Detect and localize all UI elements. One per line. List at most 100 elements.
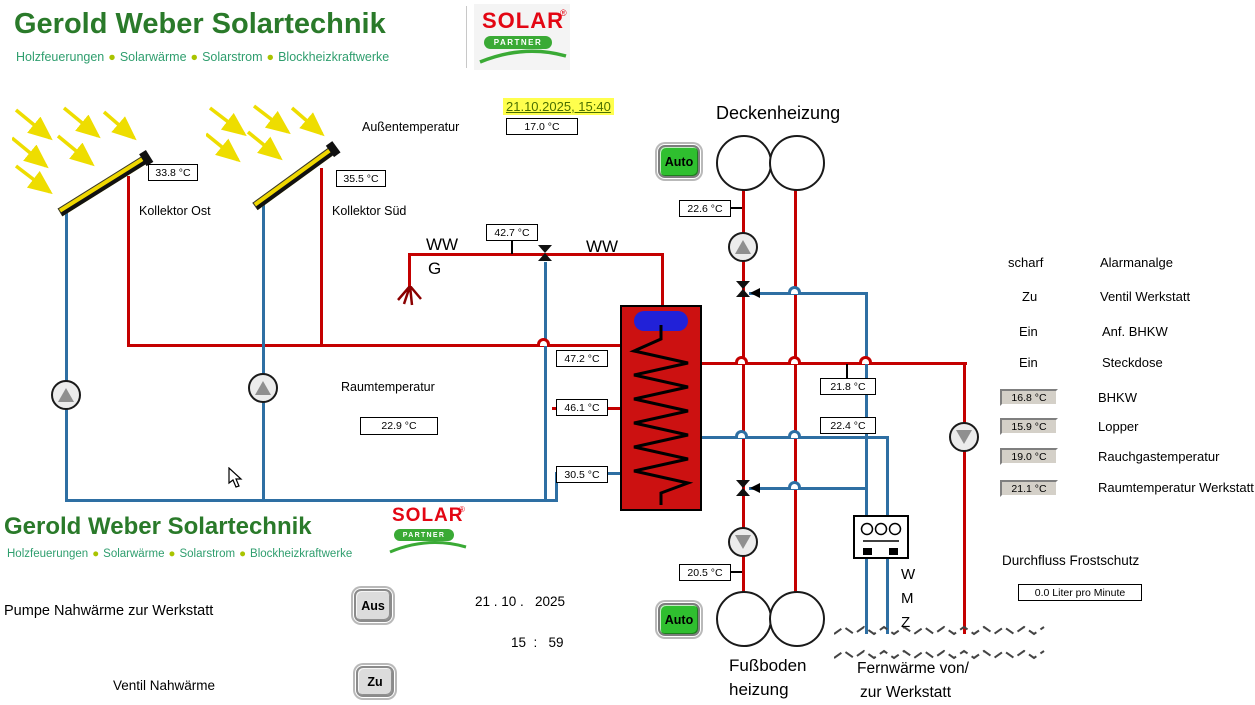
solar-partner-logo-word: SOLAR bbox=[392, 505, 464, 526]
pipe-crossover bbox=[788, 481, 801, 489]
ventil-nahwaerme-state-button[interactable]: Zu bbox=[356, 666, 394, 697]
pipe-cold bbox=[865, 292, 868, 634]
subtitle-item: Holzfeuerungen bbox=[7, 548, 89, 560]
sensor-stem bbox=[731, 571, 742, 573]
fernwaerme-pump-icon[interactable] bbox=[949, 422, 979, 452]
collector-ost-label: Kollektor Ost bbox=[139, 204, 211, 218]
buffer-tank bbox=[620, 305, 702, 511]
decken-auto-button[interactable]: Auto bbox=[658, 145, 700, 178]
pipe-cold bbox=[544, 262, 547, 502]
outside-temp-value: 17.0 °C bbox=[506, 118, 578, 135]
pipe-cold bbox=[65, 208, 68, 502]
fernwaerme-label-line1: Fernwärme von/ bbox=[857, 660, 969, 677]
bullet-icon: ● bbox=[266, 50, 275, 64]
pipe-hot bbox=[794, 190, 797, 594]
collector-sensor-cap bbox=[325, 141, 341, 158]
wmz-meter-dials-icon bbox=[860, 522, 902, 555]
wmz-letter-m: M bbox=[901, 590, 914, 607]
pipe-crossover bbox=[537, 338, 550, 346]
bullet-icon: ● bbox=[190, 50, 199, 64]
registered-mark: ® bbox=[560, 8, 567, 18]
pipe-crossover bbox=[788, 430, 801, 438]
pipe-hot bbox=[127, 344, 624, 347]
status-value: Zu bbox=[1022, 289, 1038, 304]
status-label: Alarmanalge bbox=[1100, 255, 1173, 270]
sun-rays-icon bbox=[206, 104, 325, 163]
wmz-meter-icon bbox=[853, 515, 909, 559]
pump-direction-icon bbox=[58, 388, 74, 402]
ground-icon bbox=[397, 286, 422, 306]
pipe-hot bbox=[320, 168, 323, 346]
tank-temp-mid: 46.1 °C bbox=[556, 399, 608, 416]
subtitle-item: Solarstrom bbox=[202, 50, 263, 64]
company-logo-subtitle: Holzfeuerungen●Solarwärme●Solarstrom●Blo… bbox=[16, 50, 389, 64]
fussboden-label-line1: Fußboden bbox=[729, 656, 807, 675]
outside-temp-label: Außentemperatur bbox=[362, 120, 460, 134]
bottom-date: 21 . 10 . 2025 bbox=[475, 594, 566, 609]
fussboden-auto-button[interactable]: Auto bbox=[658, 603, 700, 636]
ww-temp: 42.7 °C bbox=[486, 224, 538, 241]
decken-valve-icon[interactable] bbox=[736, 281, 750, 297]
frost-flow-label: Durchfluss Frostschutz bbox=[1002, 553, 1140, 568]
ww-label-left: WW bbox=[426, 235, 459, 254]
bullet-icon: ● bbox=[92, 548, 100, 560]
pipe-crossover bbox=[735, 430, 748, 438]
solar-pump-sued-icon[interactable] bbox=[248, 373, 278, 403]
ventil-nahwaerme-label: Ventil Nahwärme bbox=[113, 678, 216, 693]
company-logo-title-footer: Gerold Weber Solartechnik bbox=[4, 513, 312, 540]
status-temp-label: Lopper bbox=[1098, 419, 1139, 434]
pump-nahwaerme-state-button[interactable]: Aus bbox=[354, 589, 392, 622]
ww-mixing-valve-icon[interactable] bbox=[538, 245, 552, 261]
pipe-cold bbox=[749, 487, 868, 490]
pipe-crossover bbox=[788, 286, 801, 294]
decken-temp: 22.6 °C bbox=[679, 200, 731, 217]
registered-mark: ® bbox=[459, 505, 465, 514]
pipe-hot bbox=[661, 253, 664, 307]
pipe-hot bbox=[127, 176, 130, 346]
tank-temp-top: 47.2 °C bbox=[556, 350, 608, 367]
sensor-stem bbox=[731, 207, 742, 209]
tank-coil-icon bbox=[629, 325, 694, 505]
sun-rays-icon bbox=[12, 106, 137, 195]
heating-circuit-icon bbox=[769, 591, 825, 647]
pump-direction-icon bbox=[956, 430, 972, 444]
status-temp-label: Raumtemperatur Werkstatt bbox=[1098, 480, 1254, 495]
status-label: Anf. BHKW bbox=[1102, 324, 1168, 339]
solar-pump-ost-icon[interactable] bbox=[51, 380, 81, 410]
subtitle-item: Blockheizkraftwerke bbox=[278, 50, 390, 64]
status-temp-label: Rauchgastemperatur bbox=[1098, 449, 1220, 464]
fussboden-valve-icon[interactable] bbox=[736, 480, 750, 496]
ww-g-label: G bbox=[428, 259, 442, 278]
pipe-crossover bbox=[735, 356, 748, 364]
status-temp-value: 16.8 °C bbox=[1000, 389, 1058, 406]
solar-logo-swoosh-icon bbox=[389, 541, 467, 554]
decken-pump-icon[interactable] bbox=[728, 232, 758, 262]
status-temp-value: 21.1 °C bbox=[1000, 480, 1058, 497]
pipe-hot bbox=[408, 253, 411, 291]
status-temp-label: BHKW bbox=[1098, 390, 1137, 405]
fernwaerme-label-line2: zur Werkstatt bbox=[860, 684, 952, 701]
subtitle-item: Holzfeuerungen bbox=[16, 50, 105, 64]
collector-ost-temp: 33.8 °C bbox=[148, 164, 198, 181]
subtitle-item: Solarwärme bbox=[119, 50, 187, 64]
collector-sued-label: Kollektor Süd bbox=[332, 204, 407, 218]
pipe-cold bbox=[749, 292, 868, 295]
heating-circuit-icon bbox=[769, 135, 825, 191]
company-logo-subtitle-footer: Holzfeuerungen●Solarwärme●Solarstrom●Blo… bbox=[7, 548, 352, 560]
bullet-icon: ● bbox=[168, 548, 176, 560]
deckenheizung-label: Deckenheizung bbox=[716, 103, 841, 123]
solar-partner-logo-word: SOLAR bbox=[482, 8, 564, 33]
pump-direction-icon bbox=[735, 535, 751, 549]
pump-nahwaerme-label: Pumpe Nahwärme zur Werkstatt bbox=[4, 603, 214, 619]
sensor-stem bbox=[511, 241, 513, 254]
status-temp-value: 19.0 °C bbox=[1000, 448, 1058, 465]
heating-circuit-icon bbox=[716, 135, 772, 191]
solar-partner-logo-banner: PARTNER bbox=[394, 529, 454, 541]
fernwaerme-line-icon bbox=[834, 625, 1045, 660]
fussboden-pump-icon[interactable] bbox=[728, 527, 758, 557]
pipe-crossover bbox=[859, 356, 872, 364]
status-label: Steckdose bbox=[1102, 355, 1163, 370]
fussboden-temp: 20.5 °C bbox=[679, 564, 731, 581]
status-label: Ventil Werkstatt bbox=[1100, 289, 1191, 304]
